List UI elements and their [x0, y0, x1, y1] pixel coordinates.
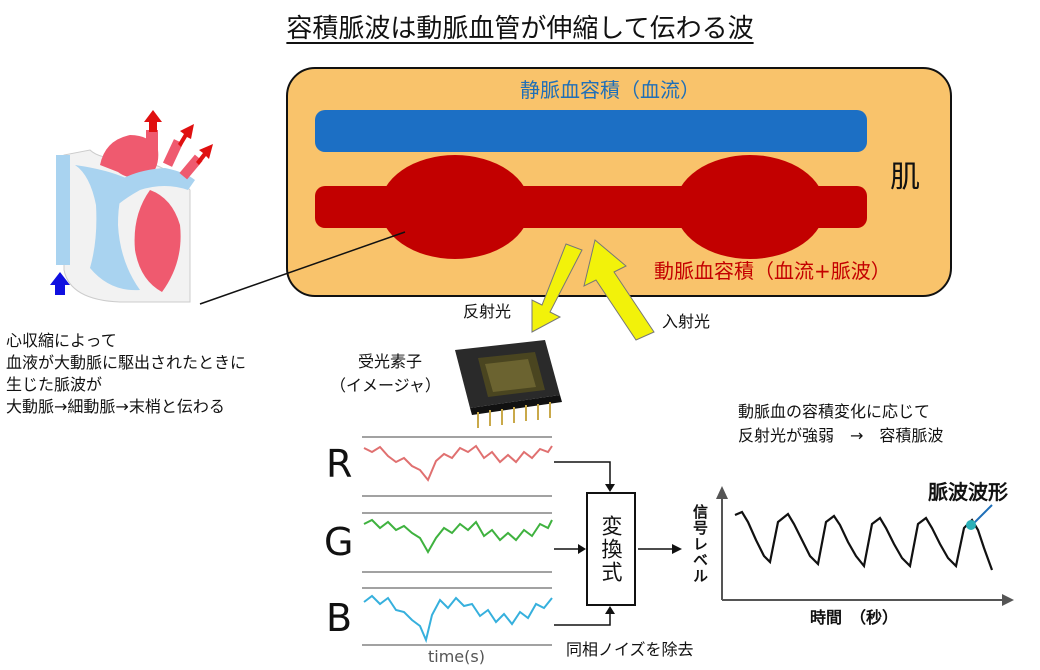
reflected-light-arrow: [531, 243, 583, 333]
heart-illustration: [56, 130, 203, 303]
artery-bulge-right: [675, 155, 825, 259]
x-axis-arrowhead: [1002, 594, 1014, 606]
heart-text-line: 血液が大動脈に駆出されたときに: [6, 353, 247, 372]
heart-text-line: 大動脈→細動脈→末梢と伝わる: [6, 397, 225, 416]
converter-connectors: [554, 461, 676, 626]
b-signal-trace: [363, 594, 553, 644]
vein-bar: [315, 110, 867, 152]
aorta-arrow-2: [178, 124, 194, 147]
vena-cava-arrow: [50, 272, 70, 295]
annotation-leader: [971, 504, 993, 526]
sensor-label-line1: 受光素子: [358, 352, 423, 371]
waveform-annotation: 脈波波形: [928, 480, 1008, 504]
sensor-label-line2: （イメージャ）: [330, 376, 441, 395]
explanation-line2: 反射光が強弱 → 容積脈波: [738, 426, 944, 445]
aorta-arrow-1: [144, 110, 162, 132]
artery-leader-line: [199, 231, 406, 305]
heart-text-line: 生じた脈波が: [6, 375, 103, 394]
converter-box: 変換式: [586, 492, 636, 606]
artery-bulge-left: [380, 155, 530, 259]
image-sensor-chip: [455, 340, 562, 428]
waveform-x-label: 時間 （秒）: [810, 608, 899, 627]
aorta-arrow-3: [196, 144, 213, 165]
time-axis-label: time(s): [428, 647, 485, 666]
y-axis-arrowhead: [716, 486, 728, 499]
connector-arrowheads: [578, 484, 682, 614]
r-channel-label: R: [326, 442, 353, 486]
heart-text-line: 心収縮によって: [6, 331, 117, 350]
channel-gridlines: [362, 436, 552, 646]
explanation-line1: 動脈血の容積変化に応じて: [738, 402, 931, 421]
r-signal-trace: [363, 444, 553, 482]
waveform-axes: [721, 497, 1004, 601]
incident-light-arrow: [583, 239, 655, 341]
annotation-marker: [966, 520, 976, 530]
vein-label: 静脈血容積（血流）: [520, 78, 700, 102]
skin-label: 肌: [890, 160, 920, 195]
pulse-waveform-trace: [734, 510, 994, 571]
heart-explanation: 心収縮によって 血液が大動脈に駆出されたときに 生じた脈波が 大動脈→細動脈→末…: [6, 330, 306, 418]
b-channel-label: B: [326, 596, 353, 640]
reflected-light-label: 反射光: [463, 302, 512, 321]
artery-label: 動脈血容積（血流+脈波）: [654, 259, 891, 283]
g-channel-label: G: [324, 520, 354, 564]
waveform-y-label: 信号レベル: [691, 504, 709, 584]
incident-light-label: 入射光: [662, 312, 711, 331]
converter-label: 変換式: [599, 514, 623, 584]
page-title: 容積脈波は動脈血管が伸縮して伝わる波: [286, 14, 754, 44]
g-signal-trace: [363, 518, 553, 555]
noise-removal-note: 同相ノイズを除去: [566, 640, 694, 659]
